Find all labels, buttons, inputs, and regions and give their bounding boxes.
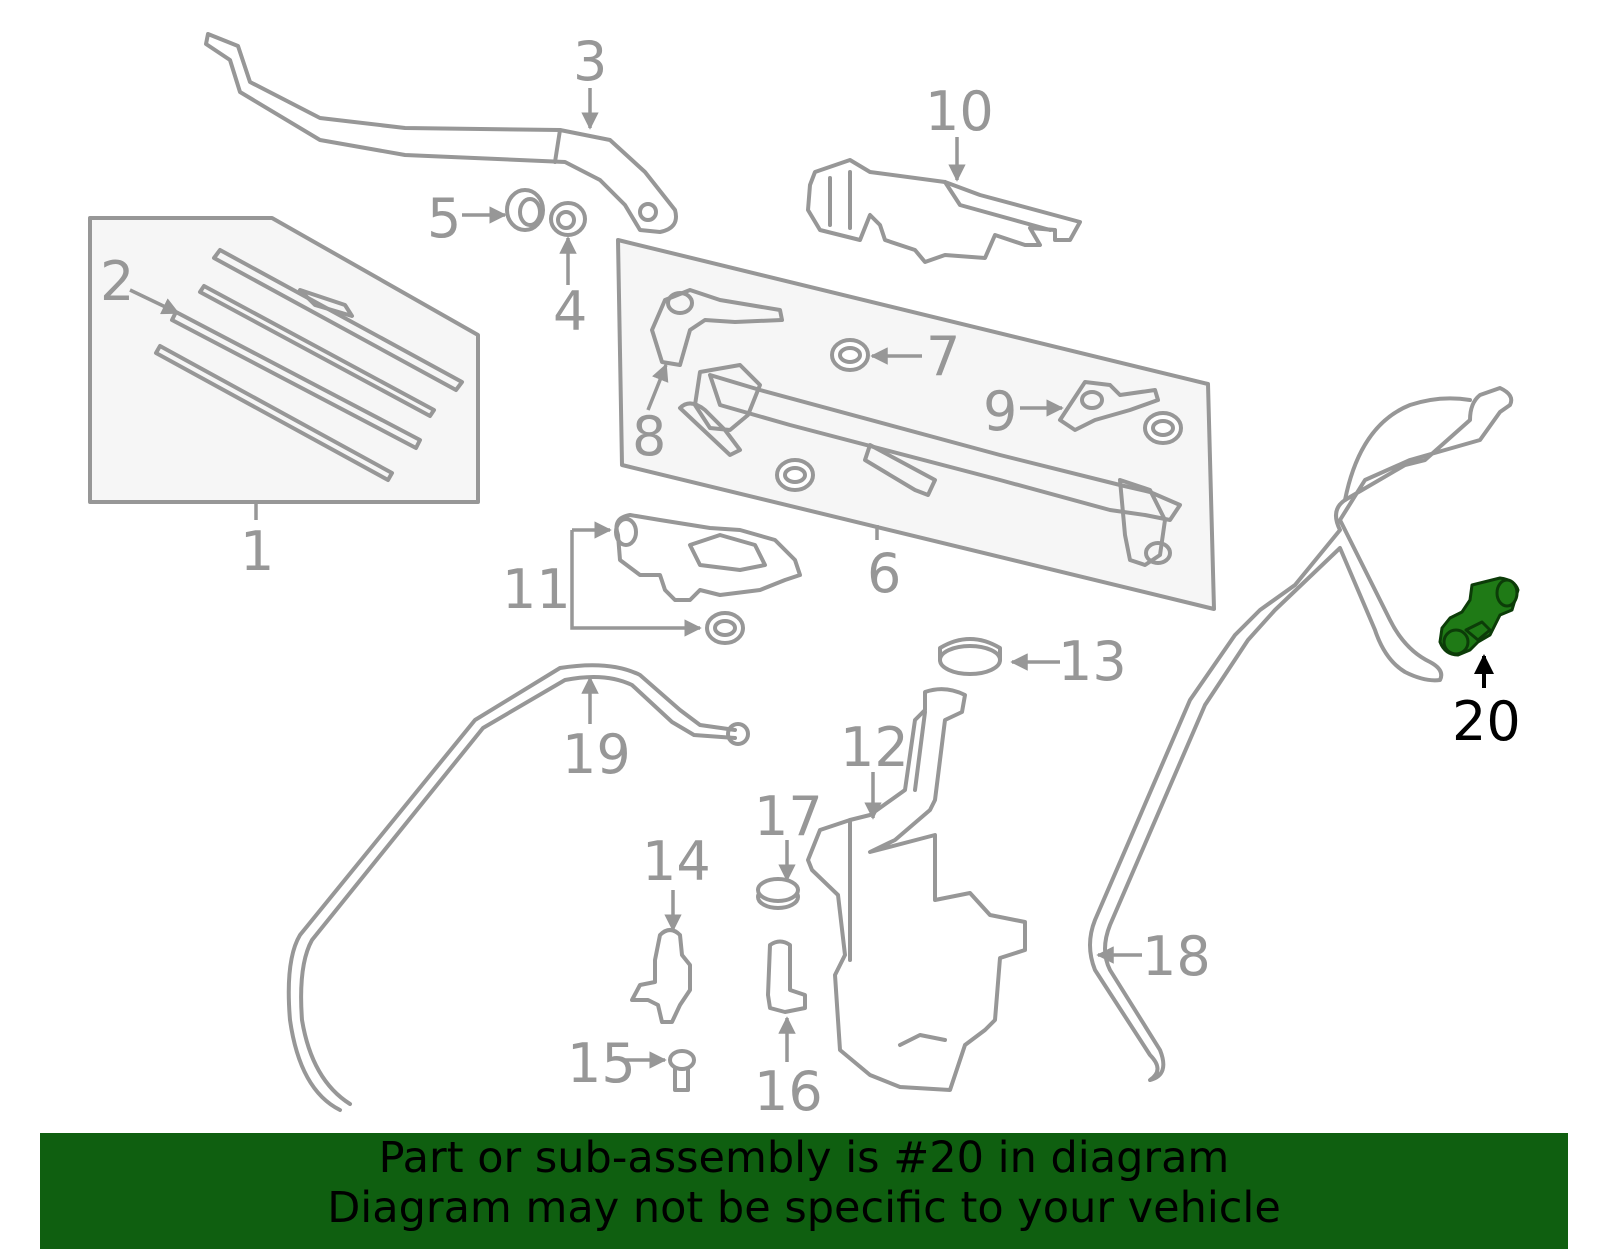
washer-reservoir[interactable] bbox=[806, 687, 1027, 1092]
callout-11: 11 bbox=[502, 558, 571, 621]
callout-3: 3 bbox=[573, 30, 607, 93]
callout-16: 16 bbox=[754, 1060, 823, 1123]
washer-hose-18[interactable] bbox=[1088, 386, 1514, 1082]
callout-6: 6 bbox=[867, 542, 901, 605]
grommet-5[interactable] bbox=[505, 188, 545, 232]
callout-5: 5 bbox=[427, 187, 461, 250]
callout-15: 15 bbox=[567, 1032, 636, 1095]
callout-7: 7 bbox=[926, 325, 960, 388]
wiper-linkage-group[interactable] bbox=[616, 238, 1216, 611]
wiper-arm[interactable] bbox=[204, 32, 678, 234]
filter-17[interactable] bbox=[756, 877, 800, 910]
washer-pump-14[interactable] bbox=[630, 928, 692, 1024]
nut-4[interactable] bbox=[549, 201, 587, 237]
callout-14: 14 bbox=[642, 830, 711, 893]
screw-15[interactable] bbox=[668, 1049, 696, 1092]
callout-19: 19 bbox=[562, 723, 631, 786]
callout-4: 4 bbox=[553, 280, 587, 343]
callout-17: 17 bbox=[754, 785, 823, 848]
level-sensor-16[interactable] bbox=[766, 939, 807, 1014]
callout-12: 12 bbox=[840, 716, 909, 779]
callout-10: 10 bbox=[925, 80, 994, 143]
callout-13: 13 bbox=[1058, 630, 1127, 693]
reservoir-cap[interactable] bbox=[938, 637, 1002, 676]
washer-nozzle-20[interactable] bbox=[1438, 576, 1520, 657]
callout-20: 20 bbox=[1452, 690, 1521, 753]
notice-banner: Part or sub-assembly is #20 in diagram D… bbox=[40, 1133, 1568, 1249]
banner-line-1: Part or sub-assembly is #20 in diagram bbox=[378, 1133, 1230, 1183]
callout-8: 8 bbox=[632, 405, 666, 468]
callout-2: 2 bbox=[100, 250, 134, 313]
wiper-motor[interactable] bbox=[570, 513, 802, 645]
callout-1: 1 bbox=[240, 520, 274, 583]
wiper-blade-group[interactable] bbox=[88, 216, 480, 520]
cowl-cover[interactable] bbox=[806, 158, 1082, 264]
banner-line-2: Diagram may not be specific to your vehi… bbox=[327, 1183, 1281, 1233]
callout-9: 9 bbox=[983, 380, 1017, 443]
callout-18: 18 bbox=[1142, 925, 1211, 988]
washer-hose-19[interactable] bbox=[286, 663, 750, 1112]
